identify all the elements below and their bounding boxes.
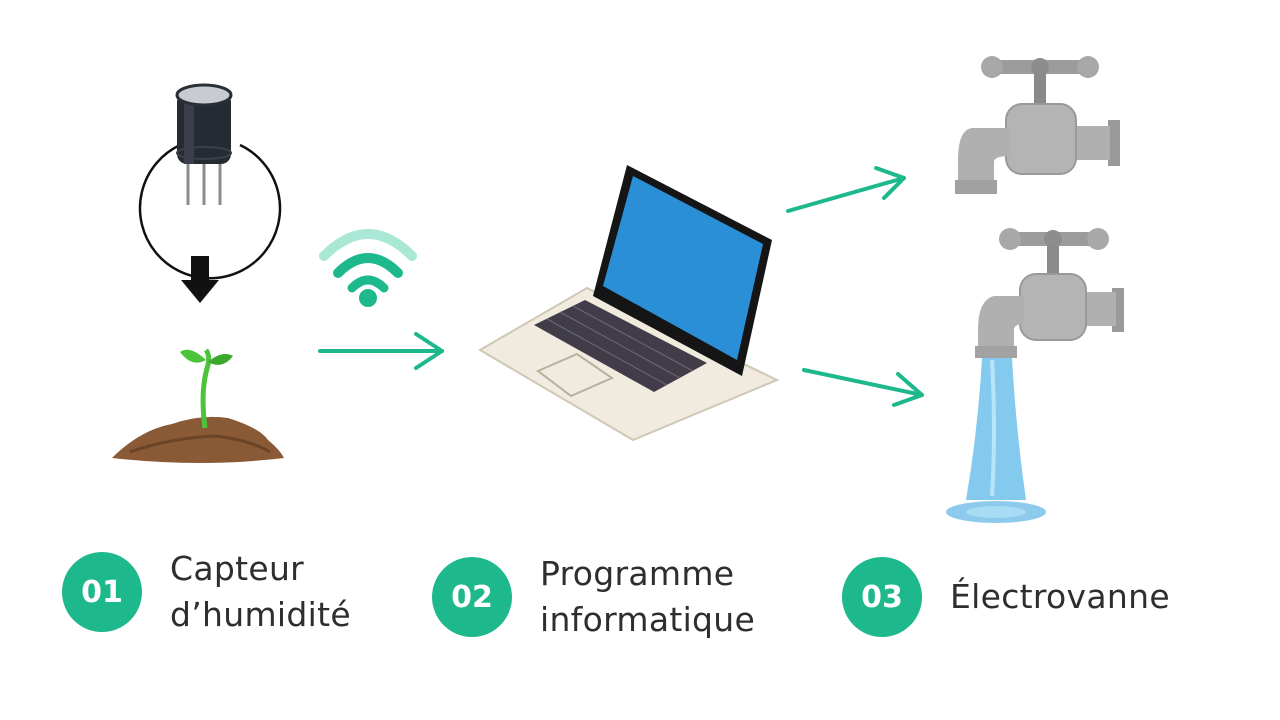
step-label: Électrovanne (950, 574, 1170, 620)
step-label: Programme informatique (540, 551, 755, 643)
step-label-line: Électrovanne (950, 577, 1170, 616)
sprout-icon (112, 348, 284, 463)
tap-closed-icon (955, 56, 1120, 194)
step-label-line: Programme (540, 554, 735, 593)
down-arrow-icon (181, 256, 219, 303)
arrow-to-tap-open (802, 368, 924, 407)
step-computer-program: 02 Programme informatique (432, 551, 755, 643)
tap-open-icon (946, 228, 1124, 523)
step-number-badge: 02 (432, 557, 512, 637)
step-number-badge: 03 (842, 557, 922, 637)
step-number-badge: 01 (62, 552, 142, 632)
moisture-sensor-icon (138, 83, 282, 303)
water-stream (946, 358, 1046, 523)
step-solenoid-valve: 03 Électrovanne (842, 557, 1170, 637)
step-label-line: Capteur (170, 549, 305, 588)
step-moisture-sensor: 01 Capteur d’humidité (62, 546, 351, 638)
step-label-line: informatique (540, 600, 756, 639)
arrow-to-tap-closed (786, 166, 906, 213)
arrow-to-laptop (318, 332, 444, 370)
wifi-icon (319, 229, 417, 307)
step-label-line: d’humidité (170, 595, 351, 634)
step-label: Capteur d’humidité (170, 546, 351, 638)
laptop-icon (478, 165, 780, 442)
capacitor-icon (175, 83, 233, 205)
